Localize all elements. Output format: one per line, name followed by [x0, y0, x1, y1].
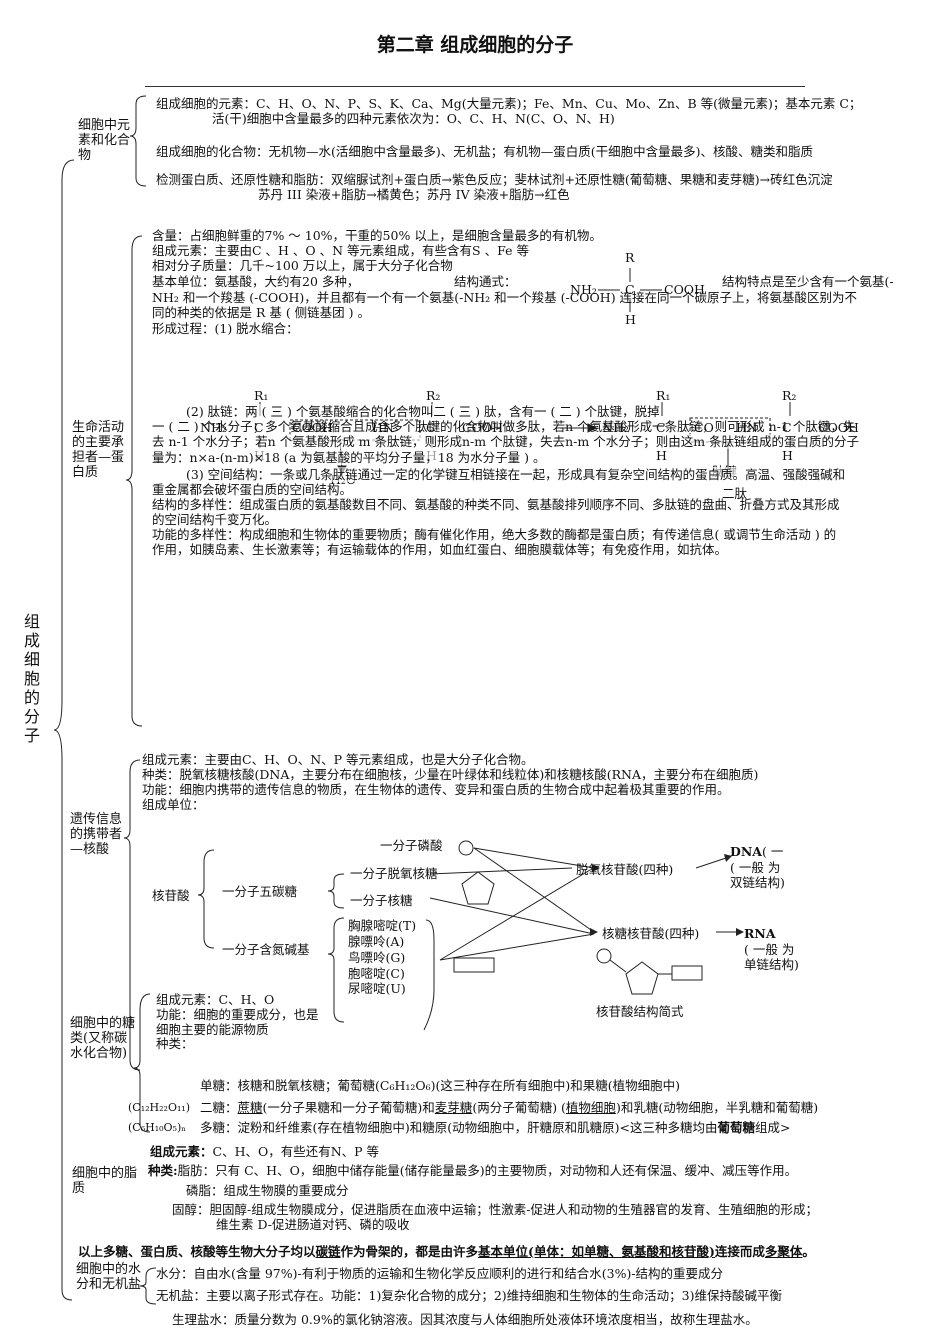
dehydration-hn-2: HN — [736, 420, 758, 435]
protein-line-7: 形成过程：(1) 脱水缩合： — [152, 321, 299, 336]
base-label: 一分子含氮碱基 — [222, 942, 310, 957]
protein-line-5: NH₂ 和一个羧基 (-COOH)，并且都有一个有一个氨基(-NH₂ 和一个羧基… — [152, 290, 858, 305]
formula-nh2: NH₂ — [570, 282, 597, 297]
lipid-section-label: 细胞中的脂质 — [72, 1166, 138, 1196]
water-line: 水分：自由水(含量 97%)-有利于物质的运输和生物化学反应顺利的进行和结合水(… — [156, 1266, 724, 1281]
pentose-label: 一分子五碳糖 — [222, 884, 298, 899]
lipid-line-2: 种类:脂肪：只有 C、H、O，细胞中储存能量(储存能量最多)的主要物质，对动物和… — [148, 1163, 798, 1178]
dehydration-r1-right: R₁ — [656, 388, 671, 403]
protein-line-4a: 基本单位：氨基酸，大约有20 多种， — [152, 274, 360, 289]
lipid-line-5: 维生素 D-促进肠道对钙、磷的吸收 — [216, 1217, 410, 1232]
protein-line-4c: 结构特点是至少含有一个氨基(- — [722, 274, 894, 289]
lipid-line-4: 固醇：胆固醇-组成生物膜成分，促进脂质在血液中运输；性激素-促进人和动物的生殖器… — [172, 1202, 818, 1217]
nucleic-line-1: 组成元素：主要由C、H、O、N、P 等元素组成，也是大分子化合物。 — [142, 752, 534, 767]
title-divider — [145, 86, 805, 87]
nucleic-section-label: 遗传信息的携带者—核酸 — [70, 812, 123, 857]
base-t: 胸腺嘧啶(T) — [348, 918, 417, 933]
formula-r: R — [625, 250, 635, 265]
dna-label: DNA — [730, 844, 762, 859]
elements-line-2: 活(干)细胞中含量最多的四种元素依次为：O、C、H、N(C、O、N、H) — [212, 111, 615, 126]
lipid-line-1: 组成元素：C、H、O，有些还有N、P 等 — [150, 1144, 380, 1159]
dehydration-cooh-2: COOH — [462, 420, 503, 435]
water-salt-section-label: 细胞中的水分和无机盐 — [76, 1262, 142, 1292]
protein-line-9: 一 ( 二 ) 个水分子；多个氨基酸缩合且成含多个肽键的化合物叫做多肽，若n 个… — [152, 419, 856, 434]
dehydration-r2-left: R₂ — [426, 388, 441, 403]
phosphate-label: 一分子磷酸 — [380, 838, 443, 853]
protein-line-17: 作用，如胰岛素、生长激素等；有运输载体的作用，如血红蛋白、细胞膜载体等；有免疫作… — [152, 542, 728, 557]
page-title: 第二章 组成细胞的分子 — [376, 34, 574, 56]
protein-line-15: 的空间结构千变万化。 — [152, 512, 278, 527]
dehydration-h-4: H — [782, 448, 793, 463]
protein-line-11: 量为：n×a-(n-m)×18 (a 为氨基酸的平均分子量，18 为水分子量 )… — [152, 450, 546, 465]
protein-line-13: 重金属都会破坏蛋白质的空间结构。 — [152, 482, 353, 497]
rna-description: ( 一般 为 单链结构) — [744, 942, 799, 972]
nucleic-line-3: 功能：细胞内携带的遗传信息的物质，在生物体的遗传、变异和蛋白质的生物合成中起着极… — [142, 782, 730, 797]
macromolecule-summary: 以上多糖、蛋白质、核酸等生物大分子均以碳链作为骨架的，都是由许多基本单位(单体：… — [78, 1244, 815, 1259]
nucleotide-label: 核苷酸 — [152, 888, 190, 903]
protein-line-8: (2) 肽链：两 ( 三 ) 个氨基酸缩合的化合物叫二 ( 三 ) 肽，含有一 … — [186, 404, 660, 419]
base-g: 鸟嘌呤(G) — [348, 950, 406, 965]
dehydration-nh2-1: NH₂ — [200, 420, 227, 435]
dehydration-c-2: C — [426, 420, 436, 435]
protein-line-14: 结构的多样性：组成蛋白质的氨基酸数目不同、氨基酸的种类不同、氨基酸排列顺序不同、… — [152, 497, 840, 512]
base-u: 尿嘧啶(U) — [348, 981, 406, 996]
dehydration-dipeptide: 二肽 — [722, 486, 748, 501]
sugar-line-3: 种类： — [156, 1036, 194, 1051]
protein-line-16: 功能的多样性：构成细胞和生物体的重要物质；酶有催化作用，绝大多数的酶都是蛋白质；… — [152, 527, 837, 542]
elements-line-4: 检测蛋白质、还原性糖和脂肪：双缩脲试剂+蛋白质→紫色反应；斐林试剂+还原性糖(葡… — [156, 172, 833, 187]
dehydration-nh2-2: NH₂ — [602, 420, 629, 435]
elements-section-label: 细胞中元素和化合物 — [78, 118, 131, 163]
salt-line: 无机盐：主要以离子形式存在。功能：1)复杂化合物的成分；2)维持细胞和生物体的生… — [156, 1288, 782, 1303]
sugar-di-formula: (C₁₂H₂₂O₁₁) — [128, 1101, 191, 1114]
formula-h: H — [625, 312, 636, 327]
dehydration-hn-1: HN — [372, 420, 394, 435]
protein-line-1: 含量：占细胞鲜重的7% ～ 10%，干重的50% 以上，是细胞含量最多的有机物。 — [152, 228, 602, 243]
ribonucleotide-label: 核糖核苷酸(四种) — [602, 926, 700, 941]
protein-section-label: 生命活动的主要承担者—蛋白质 — [72, 420, 125, 480]
ribose-label: 一分子核糖 — [350, 893, 413, 908]
protein-line-3: 相对分子质量：几千~100 万以上，属于大分子化合物 — [152, 258, 453, 273]
nucleic-line-2: 种类：脱氧核糖核酸(DNA，主要分布在细胞核，少量在叶绿体和线粒体)和核糖核酸(… — [142, 767, 759, 782]
dehydration-r2-right: R₂ — [782, 388, 797, 403]
elements-line-1: 组成细胞的元素：C、H、O、N、P、S、K、Ca、Mg(大量元素)；Fe、Mn、… — [156, 96, 862, 111]
formula-c: C — [625, 282, 635, 297]
sugar-poly-formula: (C₆H₁₀O₅)ₙ — [128, 1121, 187, 1134]
dehydration-c-4: C — [782, 420, 792, 435]
saline-line: 生理盐水：质量分数为 0.9%的氯化钠溶液。因其浓度与人体细胞所处液体环境浓度相… — [172, 1312, 758, 1327]
lipid-line-3: 磷脂：组成生物膜的重要成分 — [186, 1183, 349, 1198]
elements-line-3: 组成细胞的化合物：无机物—水(活细胞中含量最多)、无机盐；有机物—蛋白质(干细胞… — [156, 144, 814, 159]
dehydration-r1-left: R₁ — [254, 388, 269, 403]
sugar-line-1: 组成元素：C、H、O — [156, 992, 275, 1007]
protein-line-6: 同的种类的依据是 R 基 ( 侧链基团 ) 。 — [152, 305, 371, 320]
protein-line-2: 组成元素：主要由C 、H 、O 、N 等元素组成，有些含有S 、Fe 等 — [152, 243, 529, 258]
protein-line-4b: 结构通式： — [454, 274, 517, 289]
sugar-poly: 多糖：淀粉和纤维素(存在植物细胞中)和糖原(动物细胞中，肝糖原和肌糖原)<这三种… — [200, 1120, 791, 1135]
dehydration-c-3: C — [656, 420, 666, 435]
dna-description: ( 一般 为 双链结构) — [730, 860, 785, 890]
root-label: 组成细胞的分子 — [23, 612, 40, 745]
sugar-line-2: 功能：细胞的重要成分，也是细胞主要的能源物质 — [156, 1007, 319, 1037]
dehydration-c-1: C — [254, 420, 264, 435]
nucleic-line-4: 组成单位： — [142, 797, 205, 812]
dna-desc-head: ( 一 — [762, 844, 784, 859]
dehydration-co: CO — [694, 420, 714, 435]
formula-cooh: COOH — [664, 282, 705, 297]
base-a: 腺嘌呤(A) — [348, 934, 405, 949]
protein-line-12: (3) 空间结构：一条或几条肽链通过一定的化学键互相链接在一起，形成具有复杂空间… — [186, 467, 846, 482]
sugar-section-label: 细胞中的糖类(又称碳水化合物) — [70, 1016, 136, 1061]
sugar-di: 二糖：蔗糖(一分子果糖和一分子葡萄糖)和麦芽糖(两分子葡萄糖) (植物细胞)和乳… — [200, 1100, 819, 1115]
sugar-mono: 单糖：核糖和脱氧核糖；葡萄糖(C₆H₁₂O₆)(这三种存在所有细胞中)和果糖(植… — [200, 1078, 681, 1093]
dehydration-h-3: H — [656, 448, 667, 463]
deoxyribose-label: 一分子脱氧核糖 — [350, 866, 438, 881]
base-c: 胞嘧啶(C) — [348, 966, 405, 981]
elements-line-5: 苏丹 III 染液+脂肪→橘黄色；苏丹 IV 染液+脂肪→红色 — [258, 187, 570, 202]
nucleotide-structure-caption: 核苷酸结构简式 — [596, 1004, 684, 1019]
dehydration-cooh-1: COOH — [292, 420, 333, 435]
dehydration-cooh-3: COOH — [818, 420, 859, 435]
rna-label: RNA — [744, 926, 776, 941]
protein-line-10: 去 n-1 个水分子；若n 个氨基酸形成 m 条肽链，则形成n-m 个肽键，失去… — [152, 434, 860, 449]
deoxynucleotide-label: 脱氧核苷酸(四种) — [576, 862, 674, 877]
